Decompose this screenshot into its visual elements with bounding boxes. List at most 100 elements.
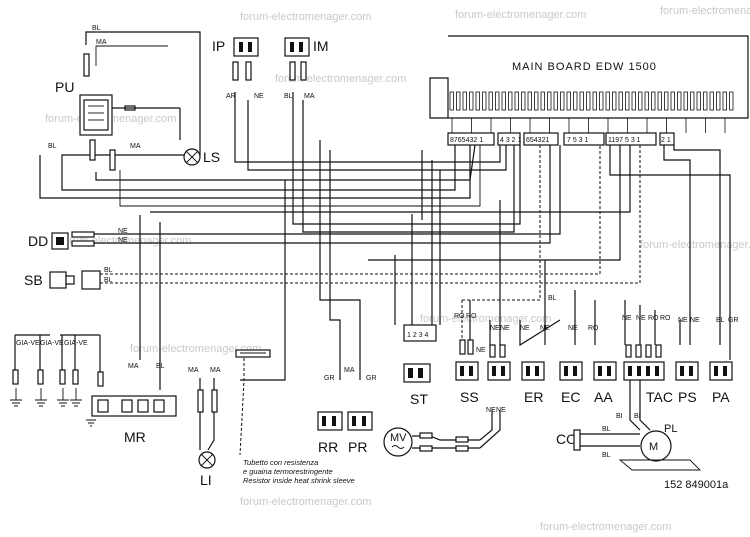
bus-wires (39, 31, 731, 390)
ls-label: LS (203, 149, 220, 165)
mvlink-wire-ne-3: NE (486, 407, 496, 414)
board-pin (560, 91, 565, 111)
er-wire-ne-2: NE (540, 325, 550, 332)
mr-wire-bl: BL (156, 363, 165, 370)
im-label: IM (313, 38, 329, 54)
ls-lamp: LS (183, 148, 220, 166)
watermark-11: forum-electromenager.com (540, 521, 671, 533)
board-pin (521, 91, 526, 111)
pu-wire-ma-2: MA (130, 143, 141, 150)
st-pins: 1 2 3 4 (407, 332, 429, 339)
mv-label: MV (390, 432, 407, 444)
co-pl-pump: BI BI CO BL BL M PL (556, 380, 702, 471)
dd-wire-ne-2: NE (118, 237, 128, 244)
connector-6 (659, 132, 675, 146)
co-wire-bl: BL (602, 426, 611, 433)
pu-label: PU (55, 79, 74, 95)
aa-wire-ro: RO (588, 325, 599, 332)
board-pin (527, 91, 532, 111)
board-pin (657, 91, 662, 111)
pump-wire-bi-2: BI (634, 413, 641, 420)
pu-terminal-2 (89, 139, 96, 161)
pa-label: PA (712, 389, 730, 405)
board-pin (566, 91, 571, 111)
board-pin (625, 91, 630, 111)
mv-motor: MV (383, 410, 501, 457)
mr-wire-ma: MA (128, 363, 139, 370)
note-line-3: Resistor inside heat shrink sleeve (243, 476, 355, 485)
ip-wire-ne: NE (254, 93, 264, 100)
pump-wire-bi: BI (616, 413, 623, 420)
board-pin (553, 91, 558, 111)
ec-wire-ne: NE (568, 325, 578, 332)
pl-motor-m: M (649, 441, 658, 453)
ps-body (675, 361, 699, 381)
ip-wire-ar: AR (226, 93, 236, 100)
earth-label-1: GIA-VE (16, 340, 40, 347)
earth-group: GIA-VE GIA-VE GIA-VE (10, 334, 104, 407)
co-body (573, 429, 581, 451)
er-wire-ne: NE (520, 325, 530, 332)
ec-label: EC (561, 389, 580, 405)
rr-body (317, 411, 343, 431)
pu-wire-bl-2: BL (48, 143, 57, 150)
pu-terminal (83, 53, 90, 77)
board-pin (534, 91, 539, 111)
rr-label: RR (318, 439, 338, 455)
connector-2 (497, 132, 521, 146)
watermark-8: forum-electromenager.com (420, 313, 551, 325)
st-label: ST (410, 391, 428, 407)
watermark-1: forum-electromenager.com (455, 9, 586, 21)
connector-5-pins: 1197 5 3 1 (608, 137, 641, 144)
mr-label: MR (124, 429, 146, 445)
sb-wire-bl-2: BL (104, 277, 113, 284)
im-wire-ma: MA (304, 93, 315, 100)
sb-wire-bl: BL (104, 267, 113, 274)
watermark-7: forum-electromenager.com (640, 239, 750, 251)
sb-body (49, 271, 67, 289)
note-line-1: Tubetto con resistenza (243, 458, 318, 467)
tac-wire-ro-2: RO (660, 315, 671, 322)
board-pin (709, 91, 714, 111)
st-device: 1 2 3 4 ST (403, 324, 437, 407)
ip-connector: IP AR NE (212, 37, 264, 100)
mv-motor-icon (383, 427, 413, 457)
li-wire-ma-2: MA (210, 367, 221, 374)
pr-wire-ma: MA (344, 367, 355, 374)
earth-label-3: GIA-VE (64, 340, 88, 347)
board-pin (677, 91, 682, 111)
board-pin (449, 91, 454, 111)
board-pin (722, 91, 727, 111)
tac-body (623, 361, 665, 381)
pa-wire-gr: GR (728, 317, 739, 324)
pu-terminal-3 (109, 149, 116, 171)
dd-wire-ne: NE (118, 228, 128, 235)
main-board-pins (449, 91, 734, 133)
part-number: 152 849001a (664, 479, 729, 491)
board-pin (586, 91, 591, 111)
ip-label: IP (212, 38, 225, 54)
im-wire-bl: BL (284, 93, 293, 100)
pr-body (347, 411, 373, 431)
pu-inner (83, 99, 109, 131)
co-wire-bl-2: BL (602, 452, 611, 459)
pl-label: PL (664, 423, 677, 435)
connector-6-pins: 2 1 (661, 137, 671, 144)
watermark-9: forum-electromenager.com (130, 343, 261, 355)
li-label: LI (200, 472, 212, 488)
ip-body (233, 37, 259, 57)
board-pin (618, 91, 623, 111)
pa-wire-bl: BL (716, 317, 725, 324)
li-lamp: MA MA LI (188, 367, 221, 488)
tac-wire-ne-2: NE (636, 315, 646, 322)
board-pin (514, 91, 519, 111)
pu-wire-bl: BL (92, 25, 101, 32)
er-label: ER (524, 389, 543, 405)
pa-body (709, 361, 733, 381)
ec-body (559, 361, 583, 381)
board-pin (592, 91, 597, 111)
board-pin (508, 91, 513, 111)
connector-4 (563, 132, 605, 146)
pu-module: PU BL MA BL MA (48, 25, 181, 171)
rr-wire-gr: GR (324, 375, 335, 382)
